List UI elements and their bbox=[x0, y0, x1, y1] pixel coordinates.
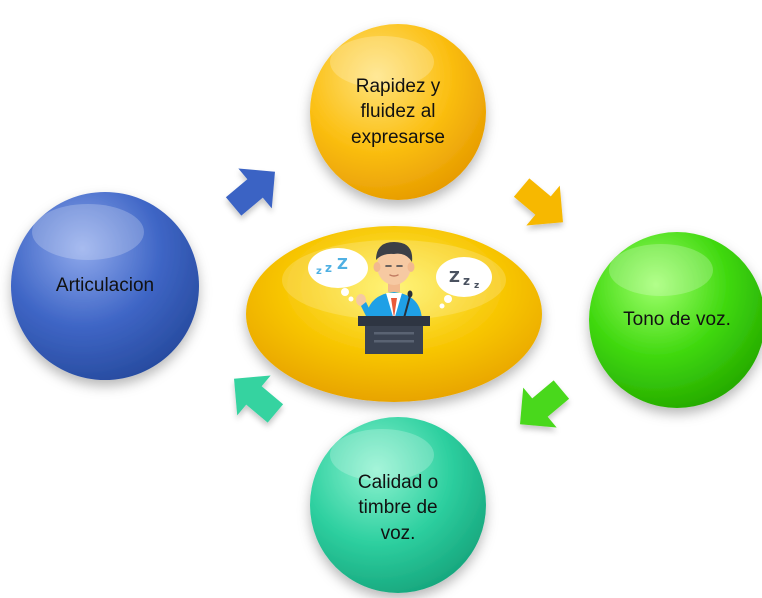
svg-text:Z: Z bbox=[337, 255, 348, 273]
arrow-top-to-right bbox=[513, 178, 563, 226]
circle-top bbox=[310, 24, 486, 200]
circle-left bbox=[11, 192, 199, 380]
svg-text:z: z bbox=[474, 281, 479, 291]
svg-text:z: z bbox=[463, 274, 470, 288]
sleep-bubble-left-icon: z z Z bbox=[308, 248, 368, 302]
node-right-line-1: Tono de voz. bbox=[623, 309, 731, 331]
arrow-bottom-to-left bbox=[234, 375, 284, 423]
node-top-line-3: expresarse bbox=[351, 126, 445, 148]
sleep-bubble-right-icon: Z z z bbox=[436, 257, 492, 309]
node-label-right: Tono de voz. bbox=[597, 290, 757, 350]
node-top-line-2: fluidez al bbox=[360, 101, 436, 123]
node-top-line-1: Rapidez y bbox=[355, 75, 441, 97]
speaker-podium-icon: z z Z Z z z bbox=[308, 242, 492, 354]
svg-text:Z: Z bbox=[449, 268, 460, 286]
node-label-left: Articulacion bbox=[25, 256, 185, 316]
circle-bottom bbox=[310, 417, 486, 593]
arrow-right-to-bottom bbox=[520, 380, 570, 428]
svg-text:z: z bbox=[325, 261, 332, 275]
svg-text:z: z bbox=[316, 266, 322, 277]
node-label-top: Rapidez y fluidez al expresarse bbox=[318, 52, 478, 172]
arrow-left-to-top bbox=[225, 168, 275, 216]
node-left-line-1: Articulacion bbox=[55, 275, 155, 297]
node-bottom-line-3: voz. bbox=[380, 522, 416, 544]
node-label-bottom: Calidad o timbre de voz. bbox=[318, 448, 478, 568]
node-bottom-line-2: timbre de bbox=[358, 497, 438, 519]
node-bottom-line-1: Calidad o bbox=[357, 471, 439, 493]
circle-right bbox=[589, 232, 762, 408]
